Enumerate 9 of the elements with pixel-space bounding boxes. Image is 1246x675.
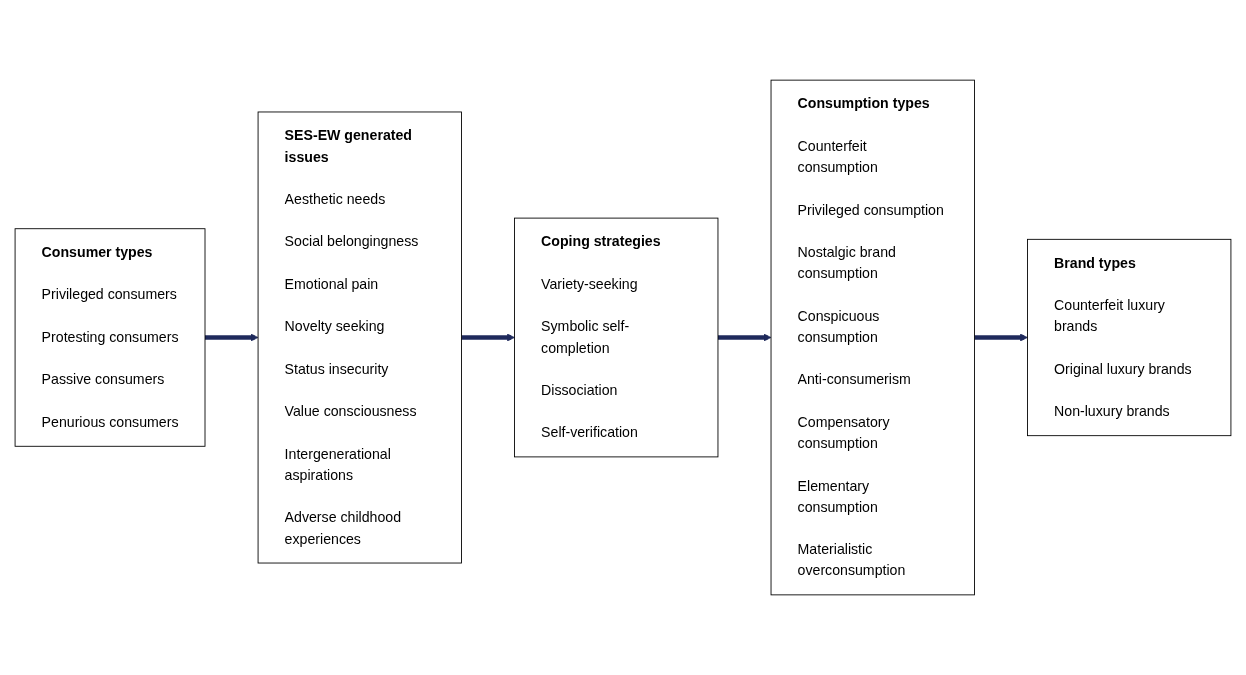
node-box: SES-EW generated issues Aesthetic needs Social belongingness Emotional pain Novelty seeking Status insecurity Value consciousness Intergenerational aspirations Adverse childhood experiences [257, 111, 462, 564]
node-box: Consumer types Privileged consumers Protesting consumers Passive consumers Penurious consumers [14, 228, 206, 447]
arrow [205, 333, 259, 342]
node-box: Consumption types Counterfeit consumption Privileged consumption Nostalgic brand consumption Conspicuous consumption Anti-consumerism Compensatory consumption Elementary consumption Materialistic overconsumption [770, 79, 975, 596]
arrow [461, 333, 515, 342]
arrow [974, 333, 1028, 342]
node-box: Coping strategies Variety-seeking Symbolic self-completion Dissociation Self-verification [514, 217, 719, 458]
arrow [717, 333, 772, 342]
node-box: Brand types Counterfeit luxury brands Original luxury brands Non-luxury brands [1027, 238, 1232, 437]
